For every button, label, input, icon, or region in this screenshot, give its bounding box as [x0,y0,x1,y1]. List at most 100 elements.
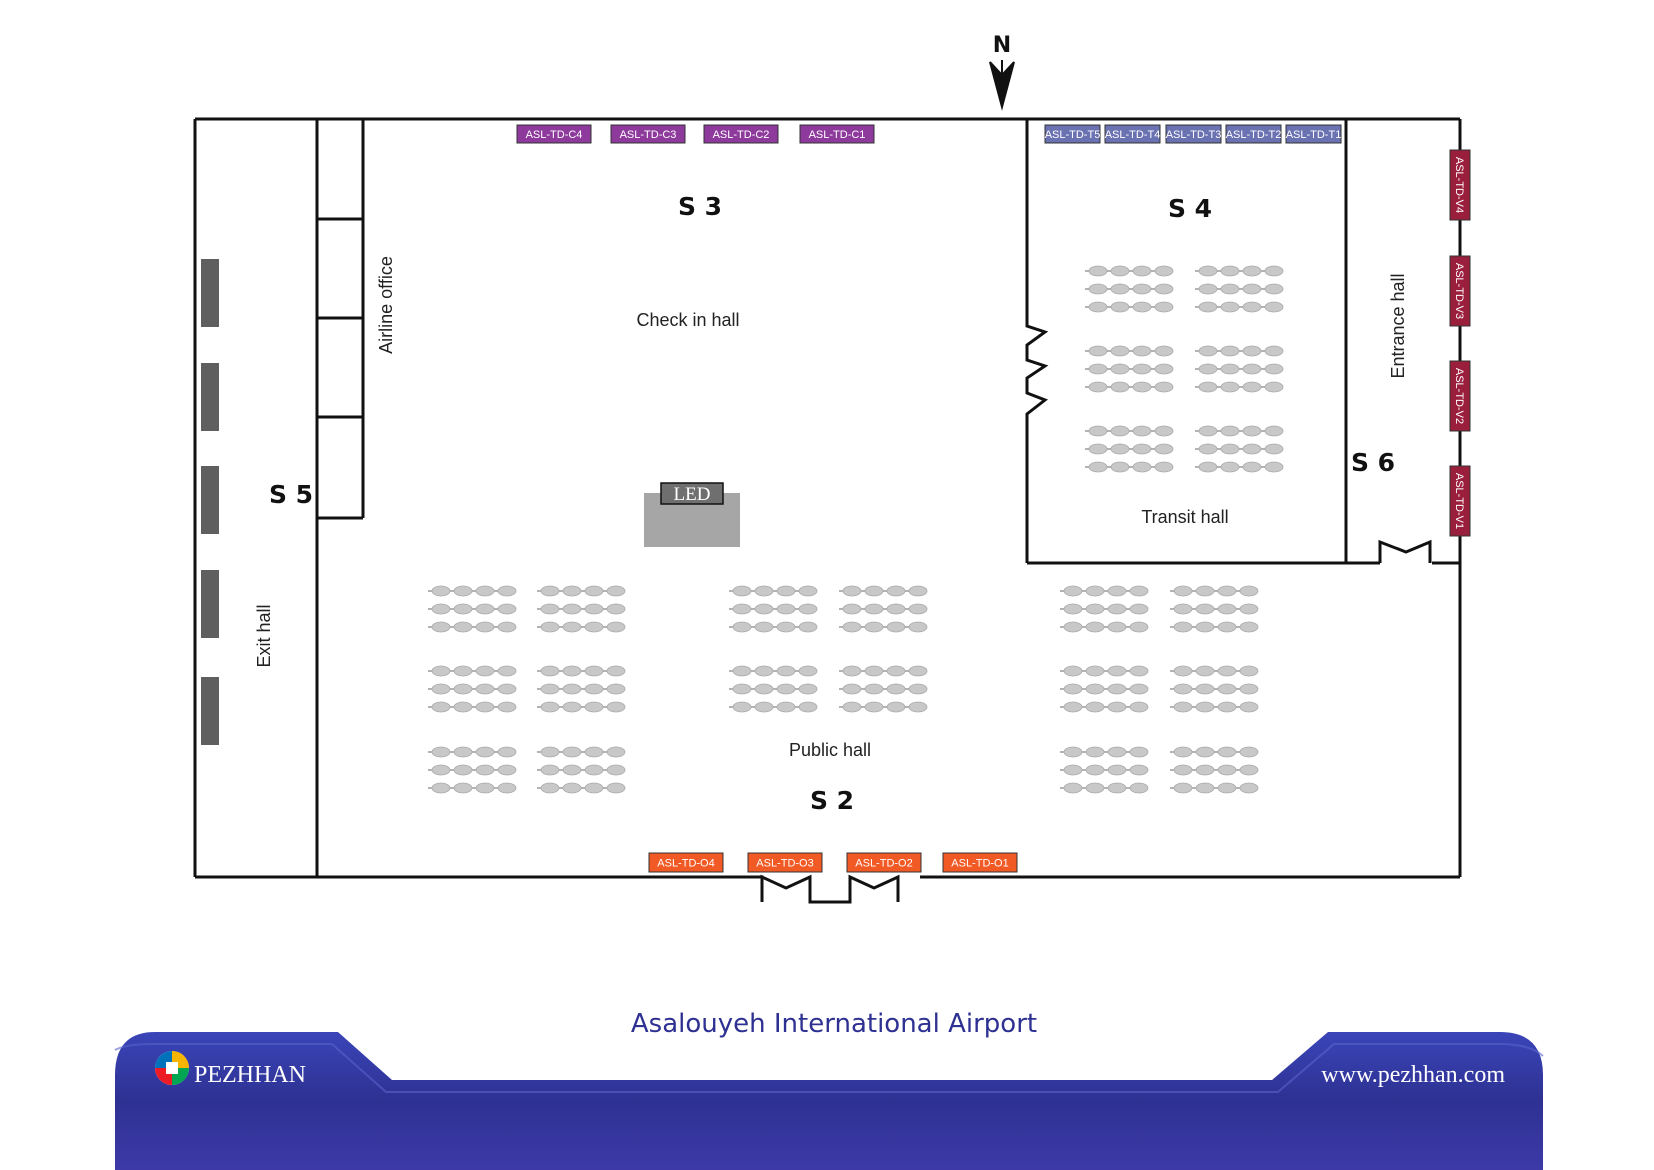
seat [1239,683,1259,695]
device-tag-label: ASL-TD-V2 [1453,368,1465,424]
seat [842,701,862,713]
seat [1217,701,1237,713]
seat [1063,683,1083,695]
seat [562,764,582,776]
seat [1195,746,1215,758]
seat [453,603,473,615]
seat [497,683,517,695]
seat [1173,603,1193,615]
seat [1217,585,1237,597]
seat [864,683,884,695]
seat [431,621,451,633]
seat [886,665,906,677]
seat [1220,443,1240,455]
seat [1239,621,1259,633]
device-tag-asl-td-v3: ASL-TD-V3 [1449,255,1471,327]
seat [584,621,604,633]
seat [1132,363,1152,375]
seat [497,665,517,677]
seat [562,603,582,615]
seat [1239,665,1259,677]
device-tag-asl-td-o1: ASL-TD-O1 [942,852,1018,873]
seat [1088,301,1108,313]
seat [1063,621,1083,633]
seat [1132,425,1152,437]
seat [886,621,906,633]
seat [562,665,582,677]
device-tag-asl-td-t5: ASL-TD-T5 [1044,124,1101,144]
seat [776,603,796,615]
seat [798,585,818,597]
device-tag-label: ASL-TD-V3 [1453,263,1465,319]
seat [1063,746,1083,758]
seat-block [1060,665,1149,713]
seat [606,701,626,713]
seat [754,665,774,677]
seat [1264,283,1284,295]
seat [1154,301,1174,313]
seat [1088,443,1108,455]
seat [606,665,626,677]
seat [1198,345,1218,357]
device-tag-asl-td-o4: ASL-TD-O4 [648,852,724,873]
seat [1198,363,1218,375]
device-tag-asl-td-t1: ASL-TD-T1 [1285,124,1342,144]
exit-hall-label: Exit hall [254,604,274,667]
seat [1129,782,1149,794]
seat [1085,665,1105,677]
seat [606,585,626,597]
device-tag-label: ASL-TD-O1 [951,858,1008,870]
seat [1239,701,1259,713]
footer-band [114,1032,1544,1170]
seat [475,701,495,713]
seat [540,782,560,794]
seat [1239,585,1259,597]
seat [1110,425,1130,437]
seat [453,764,473,776]
seat [1110,265,1130,277]
device-tag-asl-td-t2: ASL-TD-T2 [1225,124,1282,144]
seat-block [729,665,818,713]
seat [754,585,774,597]
seat-block [1170,585,1259,633]
seat [1085,621,1105,633]
seat [864,603,884,615]
section-s2-label: S 2 [810,786,854,815]
seat [776,683,796,695]
seat [798,665,818,677]
seat [475,764,495,776]
north-arrow-icon: N [989,33,1015,111]
seat [1195,621,1215,633]
seat [1173,621,1193,633]
seat [606,764,626,776]
seat [1173,665,1193,677]
seat [1154,381,1174,393]
seat [1242,425,1262,437]
seat [1195,683,1215,695]
seat [1195,782,1215,794]
seat [1129,621,1149,633]
seat [1154,425,1174,437]
seat [754,683,774,695]
seat [1132,283,1152,295]
device-tag-label: ASL-TD-C3 [620,129,677,141]
seat-block [729,585,818,633]
device-tag-asl-td-v2: ASL-TD-V2 [1449,360,1471,432]
seat [475,603,495,615]
seat [453,683,473,695]
seat [1198,265,1218,277]
seat [1085,782,1105,794]
website-link[interactable]: www.pezhhan.com [1321,1062,1505,1088]
door-icon [1378,539,1432,563]
seat [754,621,774,633]
airline-office-label: Airline office [376,256,396,354]
seat [886,701,906,713]
seat [1129,746,1149,758]
device-tag-asl-td-c2: ASL-TD-C2 [703,124,779,144]
door-icon [738,874,900,904]
seat [776,621,796,633]
seat [540,764,560,776]
seat [1085,764,1105,776]
pezhhan-logo-icon [155,1051,189,1085]
seat [1198,461,1218,473]
